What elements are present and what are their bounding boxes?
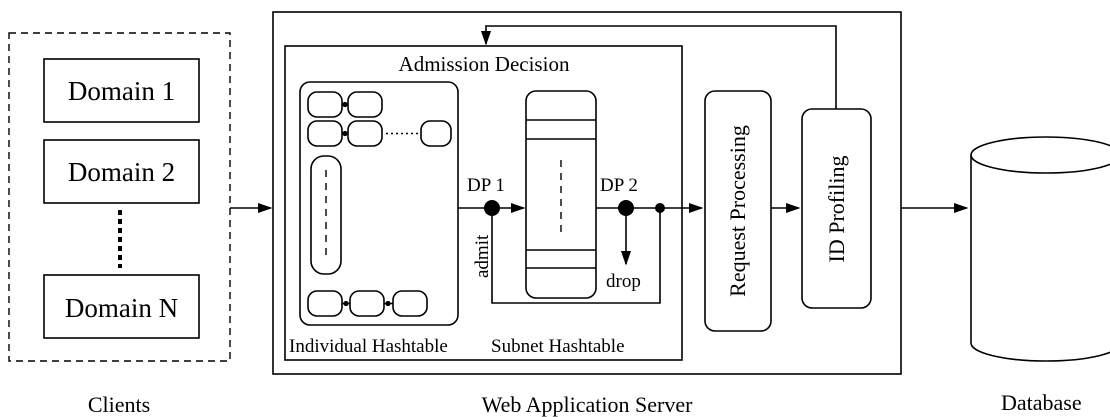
subnet-hashtable: Subnet Hashtable [491, 90, 625, 357]
dp1-label: DP 1 [467, 175, 505, 196]
request-processing-box [704, 90, 772, 332]
clients-dashed-box [8, 32, 231, 362]
individual-hashtable-box [299, 81, 459, 326]
subnet-hashtable-box [525, 90, 597, 299]
database-group: Database [970, 136, 1110, 415]
web-application-server-group: Web Application Server Admission Decisio… [272, 11, 902, 417]
admission-decision-box [284, 45, 683, 361]
hash-node [307, 120, 343, 147]
request-processing-label: Request Processing [725, 125, 750, 297]
hash-link-dot [342, 130, 348, 137]
profiling-feedback-arrow [480, 25, 837, 109]
admit-label: admit [472, 234, 493, 278]
individual-hashtable-label: Individual Hashtable [289, 336, 448, 357]
database-cylinder [970, 155, 1110, 362]
clients-group: Domain 1 Domain 2 Domain N Clients [8, 32, 231, 417]
hash-link-dot [385, 300, 391, 307]
admission-decision-title: Admission Decision [399, 52, 570, 76]
domain-n-box [43, 274, 200, 339]
hash-node [347, 91, 383, 118]
hash-link-dot [343, 300, 349, 307]
hash-node [392, 290, 428, 317]
domain-1-box [43, 58, 200, 123]
hash-node [349, 290, 385, 317]
dp2-node [618, 200, 634, 216]
drop-label: drop [606, 271, 641, 292]
database-label: Database [1001, 390, 1082, 415]
hash-node [307, 290, 343, 317]
domain-2-label: Domain 2 [68, 157, 175, 187]
hash-node [307, 91, 343, 118]
domain-2-box [43, 139, 200, 204]
hash-bucket-column [310, 155, 342, 275]
id-profiling-label: ID Profiling [824, 156, 849, 263]
individual-hashtable: Individual Hashtable [289, 81, 459, 357]
domain-n-label: Domain N [65, 293, 178, 323]
subnet-hashtable-label: Subnet Hashtable [491, 336, 625, 357]
admit-bypass-path [491, 208, 661, 304]
hash-node [420, 120, 452, 147]
clients-label: Clients [88, 392, 150, 417]
hash-node [347, 120, 383, 147]
domain-1-label: Domain 1 [68, 76, 175, 106]
hash-link-dot [342, 101, 348, 108]
server-label: Web Application Server [482, 392, 694, 417]
server-outer-box [272, 11, 902, 375]
dp2-label: DP 2 [600, 175, 638, 196]
dp1-node [484, 200, 500, 216]
database-cylinder-top [970, 136, 1110, 174]
